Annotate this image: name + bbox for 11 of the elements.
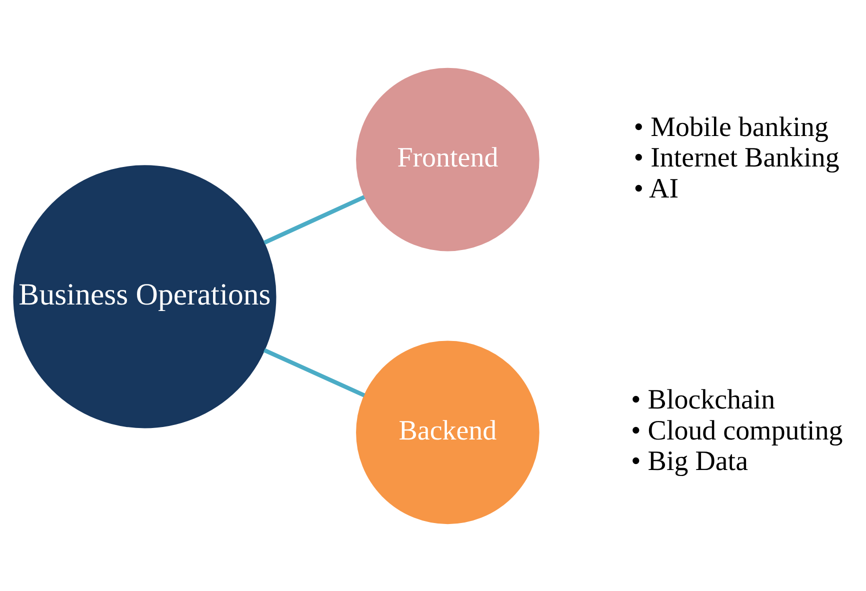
node-circle: Backend bbox=[356, 340, 540, 524]
node-label: • Mobile banking bbox=[634, 111, 828, 142]
node-label: • Big Data bbox=[631, 446, 748, 477]
connector bbox=[263, 348, 366, 397]
node-label: • AI bbox=[634, 172, 679, 204]
node-label: • Internet Banking bbox=[634, 142, 840, 174]
node-label: • Blockchain bbox=[631, 384, 776, 416]
node-label: • Cloud computing bbox=[631, 414, 843, 446]
connector bbox=[263, 194, 366, 244]
node-circle: Business Operations bbox=[13, 164, 276, 428]
node-circle: Frontend bbox=[356, 67, 540, 251]
